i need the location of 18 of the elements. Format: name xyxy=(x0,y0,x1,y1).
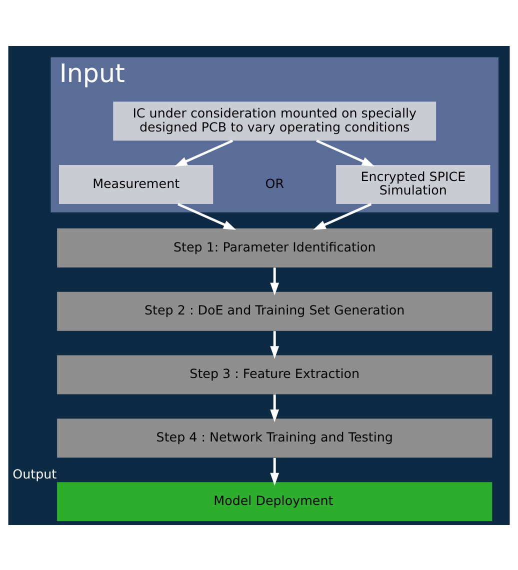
arrow xyxy=(316,139,375,166)
arrow xyxy=(313,202,372,230)
node-box: Step 2 : DoE and Training Set Generation xyxy=(57,291,492,330)
node-box: Step 3 : Feature Extraction xyxy=(57,354,492,394)
node-label: Output xyxy=(12,466,57,482)
node-box: Encrypted SPICE Simulation xyxy=(336,164,490,204)
arrow xyxy=(270,267,280,295)
node-box: IC under consideration mounted on specially designed PCB to vary operating conditions xyxy=(113,101,436,140)
node-box: Model Deployment xyxy=(57,482,492,521)
label: OR xyxy=(265,175,284,190)
arrow xyxy=(270,330,280,358)
arrow xyxy=(178,202,236,230)
arrow xyxy=(174,139,234,166)
node-box: Step 1: Parameter Identification xyxy=(57,228,492,267)
node-box: Step 4 : Network Training and Testing xyxy=(57,418,492,458)
arrow xyxy=(270,457,280,486)
node-box: Measurement xyxy=(59,164,214,204)
arrow xyxy=(270,394,280,422)
